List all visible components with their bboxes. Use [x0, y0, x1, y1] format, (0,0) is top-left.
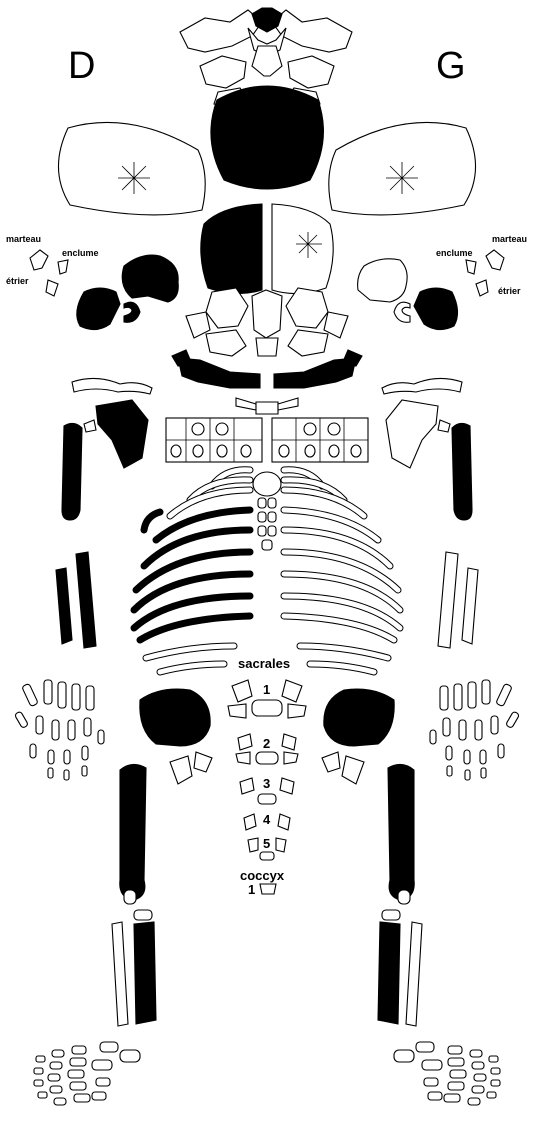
malleus-label-left: marteau [492, 234, 527, 244]
hand-right [14, 680, 104, 780]
sacral-number-2: 2 [263, 736, 270, 751]
foot-left [394, 1042, 500, 1105]
forearm-left [438, 552, 478, 648]
forearm-right [56, 552, 96, 648]
side-label-left: G [436, 45, 466, 87]
temporal-bone-left [358, 259, 458, 330]
pelvis-minor-right [170, 752, 212, 784]
coccyx-title: coccyx [240, 868, 285, 883]
scapula-left [386, 400, 450, 468]
sacral-title: sacrales [238, 656, 290, 671]
coccyx-number-1: 1 [248, 882, 255, 897]
sacral-number-1: 1 [263, 682, 270, 697]
pelvis-minor-left [322, 752, 364, 784]
malleus-label-right: marteau [6, 234, 41, 244]
leg-left [378, 922, 422, 1026]
humerus-left [452, 423, 472, 520]
ilium-left [324, 689, 394, 746]
ossicles-right: marteau enclume étrier [6, 234, 99, 296]
sacral-number-4: 4 [263, 812, 271, 827]
ossicles-left: marteau enclume étrier [436, 234, 527, 296]
sacral-number-3: 3 [263, 776, 270, 791]
femur-right [120, 764, 146, 900]
hyoid [236, 398, 298, 414]
ribs-left [284, 470, 400, 672]
stapes-label-left: étrier [498, 286, 521, 296]
ilium-right [140, 689, 210, 746]
coccyx: coccyx 1 [240, 868, 285, 897]
ribs-right-lower [146, 646, 234, 672]
femur-left [388, 764, 414, 900]
leg-right [112, 922, 156, 1026]
hand-left [430, 680, 520, 780]
sphenoid-and-base [186, 288, 348, 356]
ribs-right-black [134, 510, 250, 640]
clavicles [72, 378, 462, 394]
sternum [253, 472, 281, 550]
sacral-number-5: 5 [263, 836, 270, 851]
foot-right [34, 1042, 140, 1105]
incus-label-right: enclume [62, 248, 99, 258]
incus-label-left: enclume [436, 248, 473, 258]
humerus-right [62, 423, 82, 520]
cervical-vertebrae-grid [166, 418, 368, 462]
temporal-bone-right [77, 255, 178, 329]
occipital-bone [201, 204, 333, 294]
scapula-right [84, 400, 148, 468]
stapes-label-right: étrier [6, 276, 29, 286]
frontal-bone [211, 86, 324, 189]
side-label-right: D [68, 45, 95, 87]
sacral-vertebrae: sacrales 1 2 3 4 5 [228, 656, 306, 860]
